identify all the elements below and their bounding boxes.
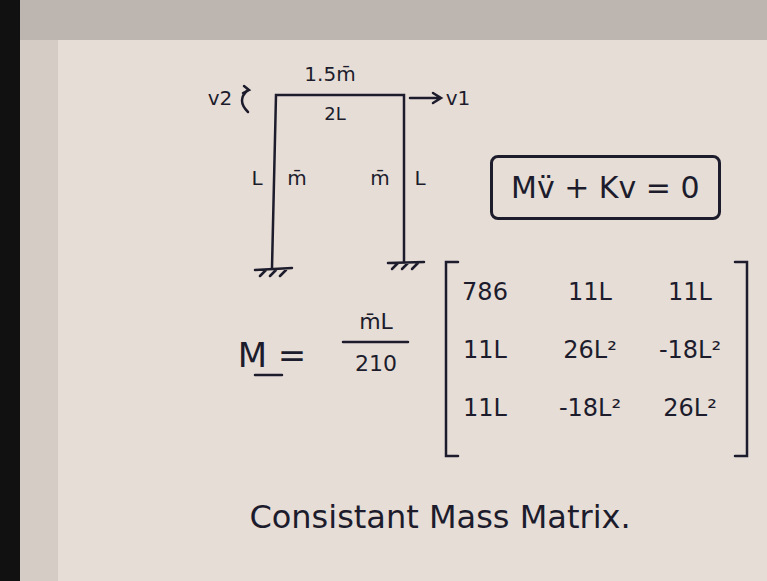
matrix-entry: 11L [568,279,612,305]
matrix-entry: -18L² [659,337,721,363]
portal-frame [272,95,404,268]
wall-band [0,0,767,40]
sketch-label: 1.5m̄ [304,63,355,85]
sketch-label: m̄ [287,167,306,189]
sketch-label: v2 [208,87,233,109]
matrix-entry: 11L [463,395,507,421]
sketch-label: 2L [324,104,345,124]
matrix-entry: 26L² [663,395,717,421]
equation-text: Mv̈ + Kv = 0 [511,170,700,205]
sketch-label: v1 [446,87,471,109]
sketch-label: 210 [355,352,397,376]
sketch-label: m̄ [370,167,389,189]
matrix-entry: 26L² [563,337,617,363]
matrix-entry: 11L [668,279,712,305]
sketch-label: L [414,167,425,189]
caption-note: Consistant Mass Matrix. [249,500,630,535]
sketch-label: M = [238,337,307,374]
fraction-line [343,341,408,344]
fixed-support [255,268,292,276]
matrix-bracket [735,262,747,456]
matrix-bracket [446,262,458,456]
sketch-label: m̄L [359,310,393,334]
matrix-entry: 11L [463,337,507,363]
arrow-head [243,86,249,93]
sketch-label: L [251,167,262,189]
fixed-support [388,262,424,269]
dark-edge [0,0,20,581]
matrix-entry: -18L² [559,395,621,421]
matrix-entry: 786 [462,279,508,305]
paper-margin [20,40,58,581]
displacement-arrow [410,93,441,103]
equation-box: Mv̈ + Kv = 0 [490,155,721,220]
